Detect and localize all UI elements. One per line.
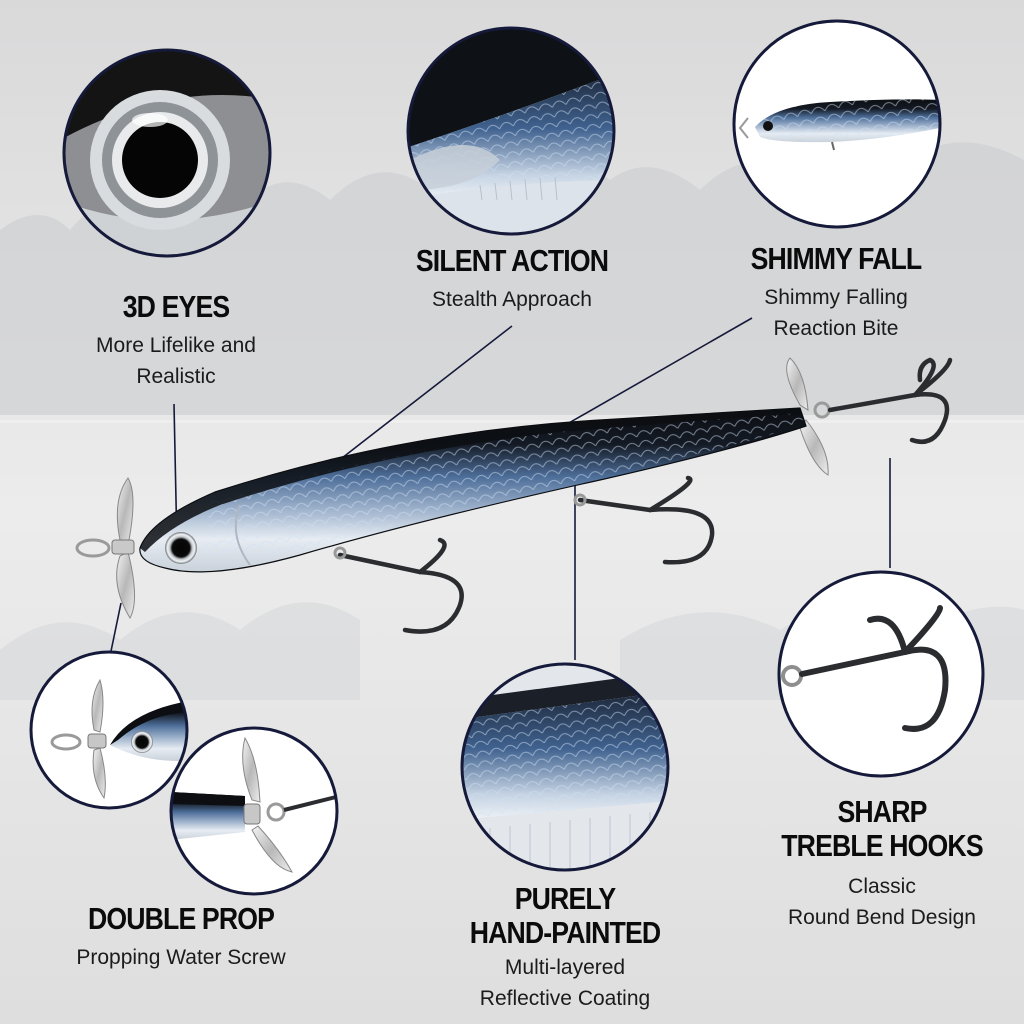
- feature-desc-eyes: More Lifelike and Realistic: [96, 334, 256, 388]
- scales-closeup: [406, 26, 616, 236]
- treble-hook-closeup: [777, 570, 985, 778]
- lure-eye: [165, 532, 197, 564]
- feature-silent-action: SILENT ACTION Stealth Approach: [382, 244, 642, 315]
- feature-title-paint-2: HAND-PAINTED: [469, 915, 661, 950]
- feature-shimmy-fall: SHIMMY FALL Shimmy Falling Reaction Bite: [716, 242, 956, 344]
- feature-hand-painted: PURELY HAND-PAINTED Multi-layered Reflec…: [440, 882, 690, 1014]
- lure-thumbnail: [732, 19, 942, 229]
- feature-title-hooks-2: TREBLE HOOKS: [781, 828, 983, 863]
- feature-desc-paint: Multi-layered Reflective Coating: [479, 956, 651, 1010]
- feature-desc-prop: Propping Water Screw: [76, 946, 286, 969]
- paint-closeup: [460, 662, 670, 872]
- tail-treble-hook: [827, 357, 953, 444]
- feature-title-shimmy: SHIMMY FALL: [750, 241, 923, 276]
- tail-propeller: [786, 357, 831, 476]
- feature-desc-hooks: Classic Round Bend Design: [788, 875, 976, 929]
- belly-treble-hooks: [333, 475, 715, 634]
- feature-title-silent: SILENT ACTION: [415, 243, 609, 278]
- feature-title-prop: DOUBLE PROP: [87, 901, 275, 936]
- feature-treble-hooks: SHARP TREBLE HOOKS Classic Round Bend De…: [752, 795, 1012, 933]
- feature-desc-silent: Stealth Approach: [432, 288, 592, 311]
- feature-title-paint-1: PURELY: [514, 881, 616, 916]
- propeller-closeup: [29, 650, 189, 810]
- tail-prop-closeup: [169, 726, 339, 896]
- eye-closeup: [62, 48, 272, 258]
- feature-desc-shimmy: Shimmy Falling Reaction Bite: [764, 286, 908, 340]
- feature-double-prop: DOUBLE PROP Propping Water Screw: [36, 902, 326, 973]
- leader-line-prop: [109, 602, 122, 657]
- feature-title-hooks-1: SHARP: [837, 794, 927, 829]
- feature-title-eyes: 3D EYES: [122, 289, 230, 324]
- main-lure: [75, 357, 953, 634]
- feature-3d-eyes: 3D EYES More Lifelike and Realistic: [56, 290, 296, 392]
- front-propeller: [75, 477, 136, 619]
